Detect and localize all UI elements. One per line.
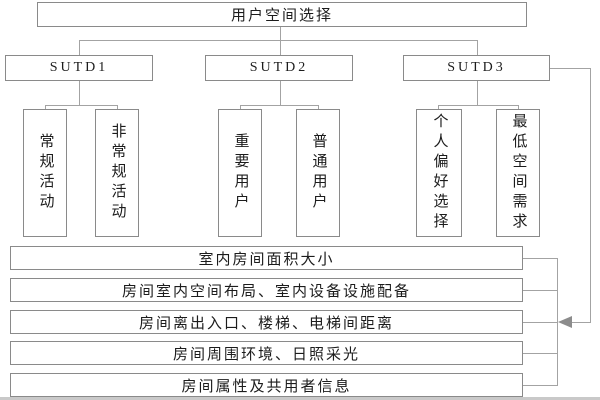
criteria-row-distance-exits: 房间离出入口、楼梯、电梯间距离 [10,310,523,334]
leaf-node-ordinary-users: 普通用户 [296,109,340,237]
connector-line [523,353,558,354]
arrowhead-left-icon [558,316,572,328]
connector-line [590,68,591,323]
connector-line [117,105,118,110]
leaf-node-personal-preference: 个人偏好选择 [416,109,462,237]
bottom-edge-bar [0,397,600,400]
leaf-node-minimum-space-demand: 最低空间需求 [496,109,540,237]
connector-line [79,40,478,41]
connector-line [477,40,478,55]
connector-line [477,81,478,105]
leaf-node-regular-activities: 常规活动 [23,109,67,237]
connector-line [523,385,558,386]
connector-line [79,81,80,105]
connector-line [523,290,558,291]
connector-line [45,105,46,110]
connector-line [318,105,319,110]
criteria-row-room-area: 室内房间面积大小 [10,246,523,270]
group-node-sutd3: SUTD3 [403,55,550,81]
connector-line [240,105,241,110]
connector-line [280,40,281,55]
connector-line [280,81,281,105]
criteria-row-layout-facilities: 房间室内空间布局、室内设备设施配备 [10,278,523,302]
connector-line [438,105,439,110]
connector-line [550,68,591,69]
connector-line [523,258,558,259]
connector-line [438,105,519,106]
criteria-row-environment-daylight: 房间周围环境、日照采光 [10,341,523,365]
leaf-node-irregular-activities: 非常规活动 [95,109,139,237]
connector-line [571,322,591,323]
root-node-user-space-selection: 用户空间选择 [37,2,527,27]
connector-line [45,105,118,106]
connector-line [523,322,558,323]
group-node-sutd2: SUTD2 [205,55,353,81]
criteria-row-attributes-cousers: 房间属性及共用者信息 [10,373,523,397]
connector-line [557,258,558,386]
group-node-sutd1: SUTD1 [5,55,153,81]
connector-line [280,27,281,40]
connector-line [240,105,319,106]
connector-line [518,105,519,110]
leaf-node-important-users: 重要用户 [218,109,262,237]
connector-line [79,40,80,55]
